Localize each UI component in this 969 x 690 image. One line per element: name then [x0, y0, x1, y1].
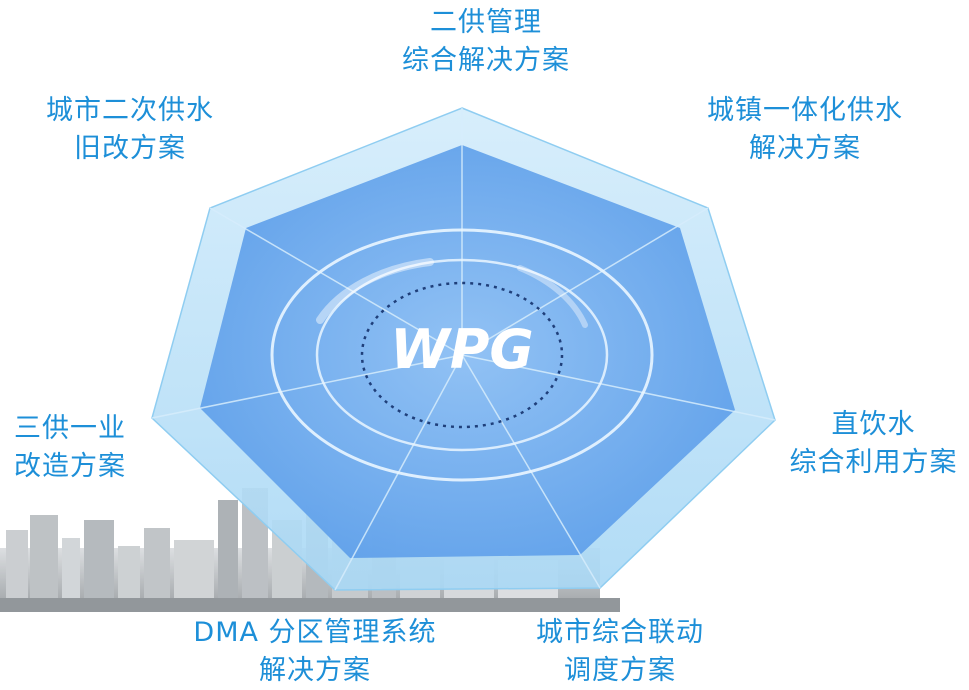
spoke-line	[461, 207, 709, 356]
ring-highlight-arc	[517, 265, 588, 328]
label-line: 直饮水	[831, 409, 916, 440]
label-line: 解决方案	[749, 133, 861, 164]
solution-label-direct-drinking: 直饮水 综合利用方案	[778, 406, 969, 482]
label-line: 城市综合联动	[536, 617, 704, 648]
label-line: 三供一业	[14, 413, 126, 444]
label-line: 城市二次供水	[46, 95, 214, 126]
spoke-line	[461, 354, 776, 421]
solution-label-three-supply: 三供一业 改造方案	[0, 410, 140, 486]
solution-label-renovation: 城市二次供水 旧改方案	[10, 92, 250, 168]
wpg-logo: WPG	[390, 318, 533, 381]
label-line: 综合解决方案	[402, 45, 570, 76]
label-line: 综合利用方案	[789, 447, 958, 478]
middle-ring	[315, 258, 609, 452]
label-line: 调度方案	[564, 655, 676, 686]
solution-label-secondary-supply: 二供管理 综合解决方案	[338, 4, 634, 80]
spoke-line	[209, 207, 463, 356]
label-line: DMA 分区管理系统	[193, 617, 437, 648]
inner-dotted-ring	[360, 281, 564, 429]
solution-label-dma: DMA 分区管理系统 解决方案	[150, 614, 480, 690]
label-line: 改造方案	[14, 451, 126, 482]
solution-label-urban-integrated-supply: 城镇一体化供水 解决方案	[690, 92, 920, 168]
label-line: 旧改方案	[74, 133, 186, 164]
label-line: 解决方案	[259, 655, 371, 686]
outer-ring	[270, 228, 654, 482]
label-line: 二供管理	[430, 7, 542, 38]
solution-label-dispatch: 城市综合联动 调度方案	[510, 614, 730, 690]
ring-highlight-arc	[316, 258, 434, 324]
spoke-line	[151, 354, 463, 419]
label-line: 城镇一体化供水	[707, 95, 903, 126]
